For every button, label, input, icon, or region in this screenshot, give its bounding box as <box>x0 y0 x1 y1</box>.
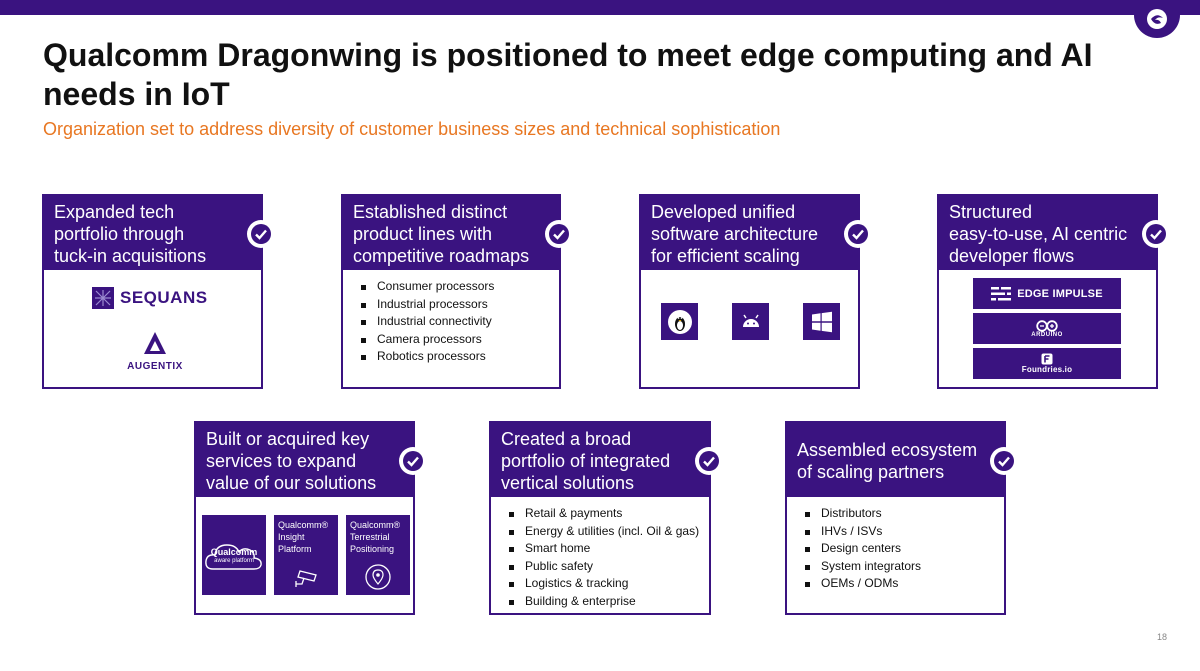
card-services: Built or acquired key services to expand… <box>194 421 427 615</box>
card-developer-flows: Structured easy-to-use, AI centric devel… <box>937 194 1170 389</box>
page-title: Qualcomm Dragonwing is positioned to mee… <box>43 37 1093 112</box>
terrestrial-positioning-label: Qualcomm® Terrestrial Positioning <box>350 520 401 554</box>
aware-platform-tile: Qualcomm aware platform <box>202 515 266 595</box>
checkmark-icon <box>1142 220 1170 248</box>
edge-impulse-mark-icon <box>991 286 1012 300</box>
list-item: Consumer processors <box>359 278 559 296</box>
foundries-logo: Foundries.io <box>973 348 1121 379</box>
card-ecosystem: Assembled ecosystem of scaling partners … <box>785 421 1018 615</box>
list-item: Camera processors <box>359 331 559 349</box>
card-software: Developed unified software architecture … <box>639 194 872 389</box>
insight-platform-label: Qualcomm® Insight Platform <box>278 520 329 554</box>
sequans-wordmark: SEQUANS <box>120 288 208 307</box>
windows-icon <box>803 303 840 340</box>
card-body: EDGE IMPULSE ARDUINO Foundries.io <box>939 270 1156 387</box>
list-item: Smart home <box>507 540 709 558</box>
card-heading: Built or acquired key services to expand… <box>206 429 377 493</box>
list-item: Industrial connectivity <box>359 313 559 331</box>
card-header: Expanded tech portfolio through tuck-in … <box>44 196 275 270</box>
list-item: OEMs / ODMs <box>803 575 1004 593</box>
vertical-solutions-list: Retail & payments Energy & utilities (in… <box>491 497 709 610</box>
ecosystem-list: Distributors IHVs / ISVs Design centers … <box>787 497 1004 593</box>
page-number: 18 <box>1157 632 1168 642</box>
list-item: System integrators <box>803 558 1004 576</box>
card-vertical-solutions: Created a broad portfolio of integrated … <box>489 421 723 615</box>
augentix-wordmark: AUGENTIX <box>127 361 183 372</box>
augentix-mark-icon <box>144 332 166 354</box>
security-camera-icon <box>295 570 317 587</box>
list-item: Logistics & tracking <box>507 575 709 593</box>
card-heading: Developed unified software architecture … <box>651 202 819 266</box>
location-pin-icon <box>365 564 391 590</box>
card-heading: Established distinct product lines with … <box>353 202 530 266</box>
list-item: Retail & payments <box>507 505 709 523</box>
arduino-mark-icon <box>1036 319 1058 332</box>
edge-impulse-logo: EDGE IMPULSE <box>973 278 1121 309</box>
card-heading: Created a broad portfolio of integrated … <box>501 429 671 493</box>
card-acquisitions: Expanded tech portfolio through tuck-in … <box>42 194 275 389</box>
arduino-wordmark: ARDUINO <box>1031 331 1063 338</box>
checkmark-icon <box>247 220 275 248</box>
card-body: Distributors IHVs / ISVs Design centers … <box>787 497 1004 593</box>
qualcomm-logo-icon <box>1147 9 1167 29</box>
card-body: Consumer processors Industrial processor… <box>343 270 559 366</box>
aware-platform-label: aware platform <box>214 558 254 564</box>
card-heading: Structured easy-to-use, AI centric devel… <box>949 202 1128 266</box>
augentix-logo: AUGENTIX <box>124 330 186 372</box>
card-header: Developed unified software architecture … <box>641 196 872 270</box>
checkmark-icon <box>545 220 573 248</box>
card-product-lines: Established distinct product lines with … <box>341 194 573 389</box>
sequans-mark-icon <box>92 287 114 309</box>
list-item: Public safety <box>507 558 709 576</box>
terrestrial-positioning-tile: Qualcomm® Terrestrial Positioning <box>346 515 410 595</box>
card-header: Structured easy-to-use, AI centric devel… <box>939 196 1170 270</box>
list-item: Distributors <box>803 505 1004 523</box>
foundries-wordmark: Foundries.io <box>1021 365 1073 374</box>
arduino-logo: ARDUINO <box>973 313 1121 344</box>
card-heading: Expanded tech portfolio through tuck-in … <box>54 202 207 266</box>
list-item: Energy & utilities (incl. Oil & gas) <box>507 523 709 541</box>
list-item: Design centers <box>803 540 1004 558</box>
checkmark-icon <box>399 447 427 475</box>
list-item: Building & enterprise <box>507 593 709 611</box>
page-subtitle: Organization set to address diversity of… <box>43 119 781 139</box>
android-icon <box>732 303 769 340</box>
checkmark-icon <box>695 447 723 475</box>
card-body: Qualcomm aware platform Qualcomm® Insigh… <box>196 497 413 613</box>
card-header: Established distinct product lines with … <box>343 196 573 270</box>
card-header: Built or acquired key services to expand… <box>196 423 427 497</box>
sequans-logo: SEQUANS <box>92 287 208 309</box>
list-item: Industrial processors <box>359 296 559 314</box>
qualcomm-logo-badge <box>1134 0 1180 38</box>
cloud-icon <box>205 544 262 570</box>
top-brand-bar <box>0 0 1200 15</box>
edge-impulse-wordmark: EDGE IMPULSE <box>1017 287 1103 300</box>
checkmark-icon <box>990 447 1018 475</box>
list-item: IHVs / ISVs <box>803 523 1004 541</box>
product-lines-list: Consumer processors Industrial processor… <box>343 270 559 366</box>
card-heading: Assembled ecosystem of scaling partners <box>797 440 978 482</box>
card-header: Assembled ecosystem of scaling partners <box>787 423 1018 497</box>
card-body: SEQUANS AUGENTIX <box>44 270 261 387</box>
checkmark-icon <box>844 220 872 248</box>
card-body <box>641 270 858 387</box>
linux-icon <box>661 303 698 340</box>
foundries-mark-icon <box>1041 353 1053 365</box>
aware-brand: Qualcomm <box>210 547 258 557</box>
card-body: Retail & payments Energy & utilities (in… <box>491 497 709 610</box>
card-header: Created a broad portfolio of integrated … <box>491 423 723 497</box>
list-item: Robotics processors <box>359 348 559 366</box>
insight-platform-tile: Qualcomm® Insight Platform <box>274 515 338 595</box>
